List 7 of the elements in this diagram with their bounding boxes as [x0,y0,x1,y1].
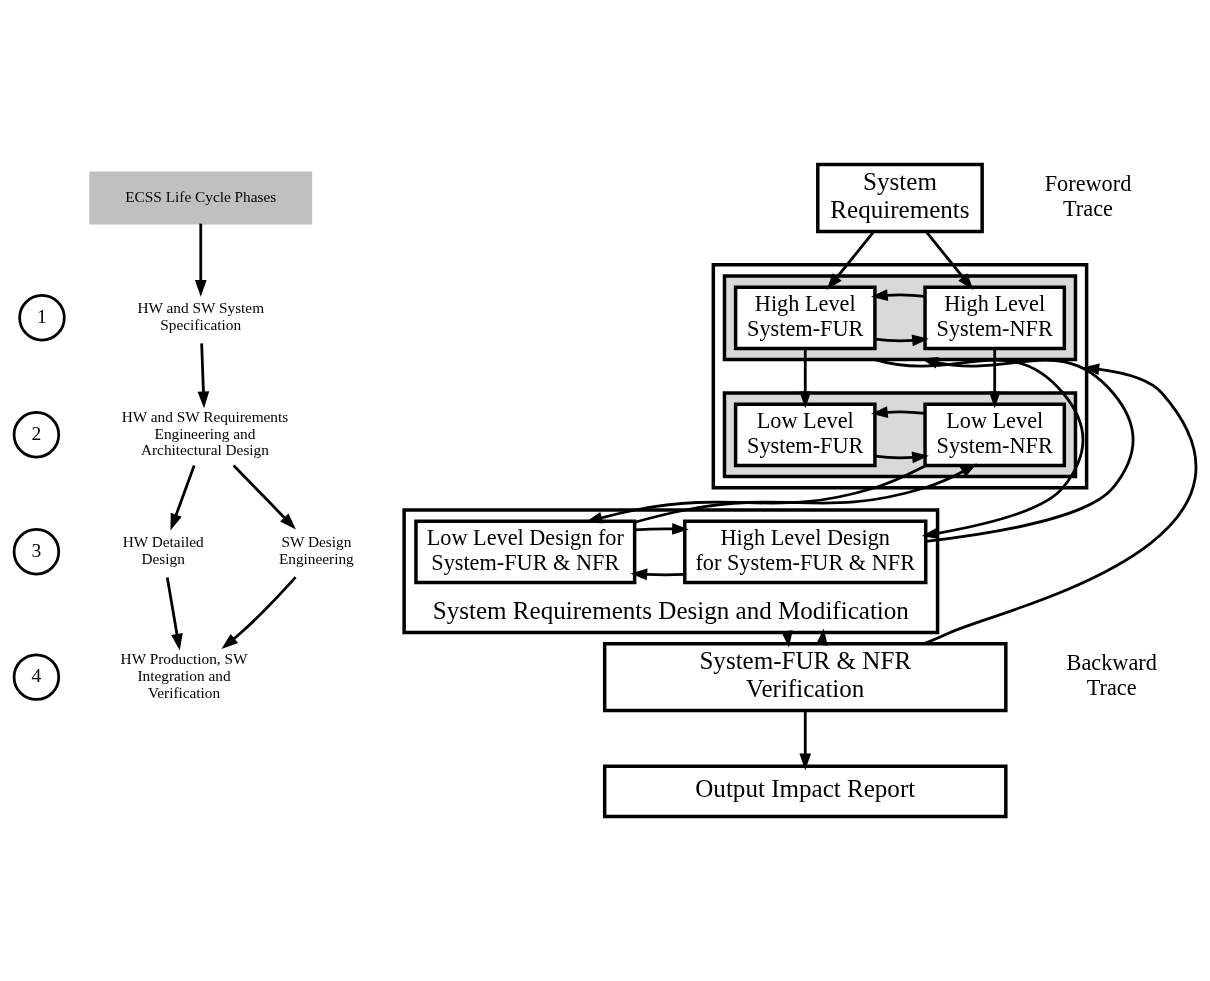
node-text: HW Production, SW Integration and Verification [120,650,248,701]
node-text: HW Detailed Design [122,533,204,568]
node-text: SW Design Engineering [278,533,354,568]
label: Backward Trace [1066,649,1157,700]
label: Foreword Trace [1044,170,1132,221]
node-text: HW and SW System Specification [137,299,265,334]
node-text: HW and SW Requirements Engineering and Architectural Design [121,407,289,459]
